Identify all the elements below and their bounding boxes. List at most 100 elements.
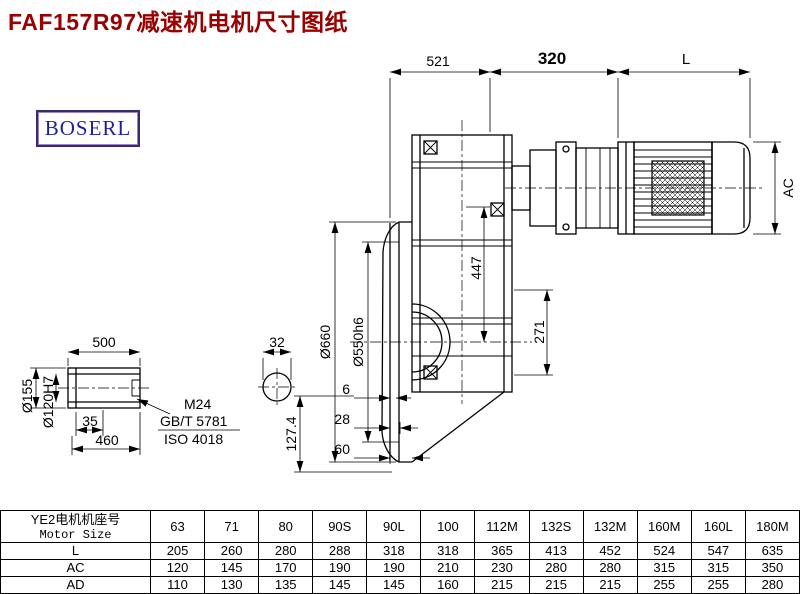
size-col-header: 100 [420, 510, 476, 543]
table-cell: 260 [204, 542, 260, 560]
dim-660: Ø660 [317, 221, 396, 463]
table-cell: 130 [204, 576, 260, 594]
size-col-header: 112M [474, 510, 530, 543]
dim-label-447: 447 [468, 256, 484, 280]
dim-447: 447 [466, 206, 490, 342]
dim-550: Ø550h6 [350, 241, 399, 443]
table-cell: 255 [690, 576, 746, 594]
motor-size-header-cell: YE2电机机座号 Motor Size [0, 510, 151, 543]
dim-label-500: 500 [92, 334, 116, 350]
table-cell: 205 [149, 542, 206, 560]
dim-label-28: 28 [334, 411, 350, 427]
dim-label-521: 521 [426, 53, 450, 69]
table-header-row: YE2电机机座号 Motor Size 63 71 80 90S 90L 100… [0, 510, 800, 543]
table-cell: 524 [636, 542, 692, 560]
bolt-marks [423, 140, 505, 380]
size-col-header: 132S [528, 510, 584, 543]
centerlines [350, 120, 762, 404]
size-col-header: 160L [690, 510, 746, 543]
dim-28: 28 [334, 411, 418, 434]
table-cell: 210 [420, 559, 476, 577]
table-cell: 280 [528, 559, 584, 577]
dim-320: 320 [490, 49, 619, 138]
table-cell: 315 [690, 559, 746, 577]
table-cell: 315 [636, 559, 692, 577]
page-title: FAF157R97减速机电机尺寸图纸 [8, 9, 349, 35]
table-cell: 318 [366, 542, 422, 560]
size-col-header: 71 [204, 510, 260, 543]
dim-label-60: 60 [334, 441, 350, 457]
dim-label-32: 32 [269, 334, 285, 350]
header-zh: YE2电机机座号 [30, 511, 121, 527]
thread-callout: M24 GB/T 5781 ISO 4018 [136, 396, 240, 447]
size-col-header: 80 [258, 510, 314, 543]
dim-271: 271 [514, 289, 553, 376]
dim-label-127: 127.4 [283, 416, 299, 451]
dim-521: 521 [389, 53, 491, 218]
row-label: AD [0, 576, 151, 594]
dim-label-6: 6 [342, 381, 350, 397]
table-cell: 110 [149, 576, 206, 594]
size-col-header: 180M [744, 510, 800, 543]
dim-AC: AC [753, 141, 796, 235]
dim-155: Ø155 [19, 367, 66, 413]
dim-460: 460 [71, 412, 141, 455]
table-cell: 413 [528, 542, 584, 560]
table-cell: 547 [690, 542, 746, 560]
table-cell: 120 [149, 559, 206, 577]
table-cell: 215 [474, 576, 530, 594]
logo-text: BOSERL [44, 116, 132, 140]
dim-label-320: 320 [538, 49, 566, 68]
table-cell: 288 [312, 542, 368, 560]
dim-127: 127.4 [283, 395, 392, 473]
dim-label-120: Ø120H7 [40, 376, 56, 428]
dim-500: 500 [67, 334, 141, 366]
table-cell: 145 [366, 576, 422, 594]
dim-120: Ø120H7 [40, 374, 60, 428]
dim-60: 60 [334, 404, 430, 464]
dim-35: 35 [75, 410, 104, 436]
dim-label-L: L [682, 51, 690, 68]
motor-size-table: YE2电机机座号 Motor Size 63 71 80 90S 90L 100… [0, 510, 800, 594]
dim-label-460: 460 [95, 432, 119, 448]
thread-label-gb: GB/T 5781 [160, 413, 228, 429]
size-col-header: 63 [149, 510, 206, 543]
dim-label-AC: AC [780, 178, 796, 197]
shaft-end-centerlines [258, 368, 296, 406]
table-cell: 145 [204, 559, 260, 577]
table-cell: 350 [744, 559, 800, 577]
table-cell: 280 [258, 542, 314, 560]
dim-L: L [618, 51, 751, 138]
size-col-header: 90L [366, 510, 422, 543]
table-cell: 635 [744, 542, 800, 560]
size-col-header: 90S [312, 510, 368, 543]
table-cell: 160 [420, 576, 476, 594]
boserl-logo: BOSERL [36, 110, 140, 147]
size-col-header: 160M [636, 510, 692, 543]
dim-label-660: Ø660 [317, 325, 333, 359]
row-label: AC [0, 559, 151, 577]
dim-label-550: Ø550h6 [350, 317, 366, 367]
table-cell: 452 [582, 542, 638, 560]
table-cell: 215 [582, 576, 638, 594]
table-cell: 230 [474, 559, 530, 577]
technical-drawing: 521 320 L AC Ø660 Ø550h6 447 2 [19, 49, 796, 473]
table-cell: 365 [474, 542, 530, 560]
header-en: Motor Size [39, 527, 112, 542]
row-label: L [0, 542, 151, 560]
table-cell: 145 [312, 576, 368, 594]
thread-label-iso: ISO 4018 [164, 431, 223, 447]
table-cell: 190 [366, 559, 422, 577]
table-cell: 170 [258, 559, 314, 577]
dim-6: 6 [342, 381, 411, 402]
table-cell: 280 [744, 576, 800, 594]
dim-label-271: 271 [531, 320, 547, 344]
table-cell: 280 [582, 559, 638, 577]
dim-label-35: 35 [82, 413, 98, 429]
table-cell: 135 [258, 576, 314, 594]
size-col-header: 132M [582, 510, 638, 543]
dim-label-155: Ø155 [19, 379, 35, 413]
table-cell: 318 [420, 542, 476, 560]
thread-label-m24: M24 [184, 396, 211, 412]
table-cell: 215 [528, 576, 584, 594]
